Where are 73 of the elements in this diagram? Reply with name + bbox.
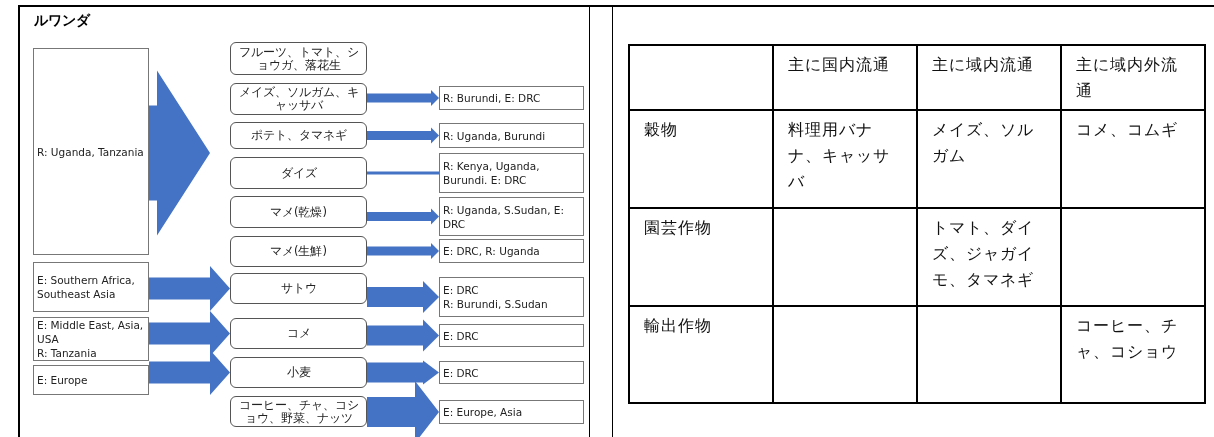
origin-text: E: Europe [37,373,88,387]
block-arrow [367,319,439,352]
block-arrow [149,70,210,236]
crop-name: 小麦 [286,366,311,379]
destination-box [439,153,584,193]
origin-box [33,48,149,255]
row-header: 穀物 [644,120,678,139]
destination-text: E: DRC [443,283,479,297]
block-arrow [367,127,439,144]
row-header: 輸出作物 [644,316,712,335]
destination-text: E: DRC, R: Uganda [443,244,540,258]
destination-text: R: Uganda, Burundi [443,128,546,143]
cell-text: トマト、ダイズ、ジャガイモ、タマネギ [932,218,1034,289]
crop-box [230,396,367,427]
destination-text: R: Burundi, S.Sudan [443,297,548,311]
cell-text: コメ、コムギ [1076,120,1178,139]
origin-text: R: Uganda, Tanzania [37,144,144,159]
destination-text: E: DRC [443,365,479,380]
crop-name: フルーツ、トマト、ショウガ、落花生 [237,45,360,72]
crop-name: メイズ、ソルガム、キャッサバ [237,86,360,112]
crop-box [230,196,367,228]
connector-line [367,171,439,175]
block-arrow [367,381,439,437]
destination-text: R: Kenya, Uganda, Burundi. E: DRC [443,159,541,187]
destination-box [439,197,584,236]
crop-name: マメ(生鮮) [270,245,327,258]
destination-box [439,400,584,424]
crop-name: ポテト、タマネギ [250,129,347,142]
origin-text: E: Middle East, Asia, USA [37,318,145,346]
cell-text: コーヒー、チャ、コショウ [1076,316,1178,361]
destination-box [439,123,584,148]
cell-text: メイズ、ソルガム [932,120,1034,165]
destination-box [439,361,584,384]
crop-name: コメ [286,327,311,340]
origin-box [33,262,149,312]
crop-box [230,357,367,388]
crop-box [230,157,367,189]
header-text: 主に域内外流通 [1076,55,1178,100]
origin-text: E: Southern Africa, Southeast Asia [37,273,136,301]
destination-box [439,324,584,347]
block-arrow [149,350,230,395]
diagram-title: ルワンダ [34,12,90,30]
origin-text: R: Tanzania [37,346,97,360]
row-header: 園芸作物 [644,218,712,237]
block-arrow [367,360,439,385]
destination-box [439,86,584,110]
block-arrow [367,243,439,259]
header-text: 主に域内流通 [932,55,1034,74]
origin-box [33,317,149,361]
crop-box [230,42,367,75]
destination-text: R: Uganda, S.Sudan, E: DRC [443,202,565,231]
block-arrow [149,266,230,311]
crop-name: ダイズ [280,166,317,180]
destination-box [439,277,584,317]
crop-name: マメ(乾燥) [270,205,327,219]
block-arrow [367,208,439,225]
crop-box [230,83,367,115]
block-arrow [149,311,230,356]
crop-box [230,273,367,304]
destination-text: E: Europe, Asia [443,405,523,419]
header-text: 主に国内流通 [788,55,890,74]
crop-name: コーヒー、チャ、コショウ、野菜、ナッツ [237,398,360,425]
block-arrow [367,90,439,106]
crop-box [230,318,367,349]
destination-text: E: DRC [443,328,479,343]
cell-text: 料理用バナナ、キャッサバ [788,120,890,191]
crop-box [230,236,367,267]
origin-box [33,365,149,395]
crop-name: サトウ [280,282,317,295]
destination-box [439,239,584,263]
destination-text: R: Burundi, E: DRC [443,91,541,105]
crop-box [230,122,367,149]
block-arrow [367,281,439,313]
